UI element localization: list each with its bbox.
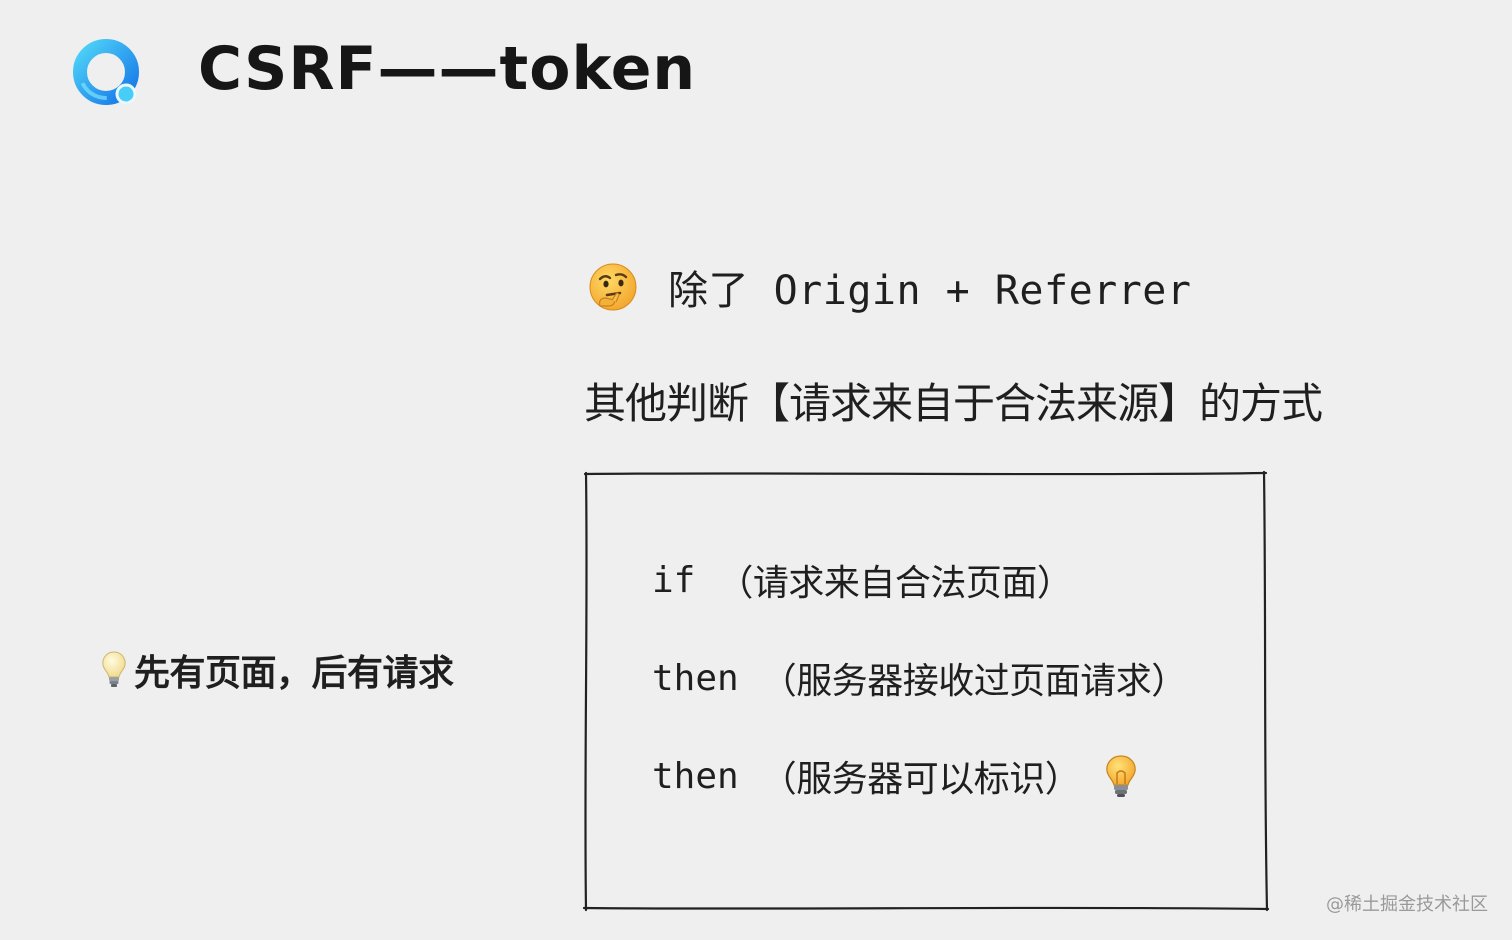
question-text: 除了 Origin + Referrer [668, 268, 1192, 314]
code-condition: （请求来自合法页面） [717, 563, 1073, 604]
question-line: 除了 Origin + Referrer [588, 258, 1191, 316]
light-bulb-icon [102, 651, 126, 687]
watermark: @稀土掘金技术社区 [1326, 894, 1488, 915]
code-keyword: then [652, 657, 739, 699]
subtitle: 其他判断【请求来自于合法来源】的方式 [584, 379, 1323, 428]
code-line-then-2: then （服务器可以标识） [652, 750, 1138, 802]
code-condition: （服务器可以标识） [760, 759, 1081, 800]
side-note: 先有页面，后有请求 [100, 644, 454, 696]
code-box-frame [582, 470, 1270, 912]
code-keyword: then [652, 755, 739, 797]
side-note-text: 先有页面，后有请求 [134, 653, 454, 694]
thinking-face-icon [589, 263, 637, 311]
code-line-then-1: then （服务器接收过页面请求） [652, 652, 1187, 704]
code-keyword: if [652, 559, 696, 601]
light-bulb-icon [1106, 755, 1136, 797]
q-ring-logo-icon [73, 39, 139, 105]
code-condition: （服务器接收过页面请求） [760, 661, 1188, 702]
code-line-if: if （请求来自合法页面） [652, 554, 1073, 606]
page-title: CSRF——token [198, 34, 697, 104]
